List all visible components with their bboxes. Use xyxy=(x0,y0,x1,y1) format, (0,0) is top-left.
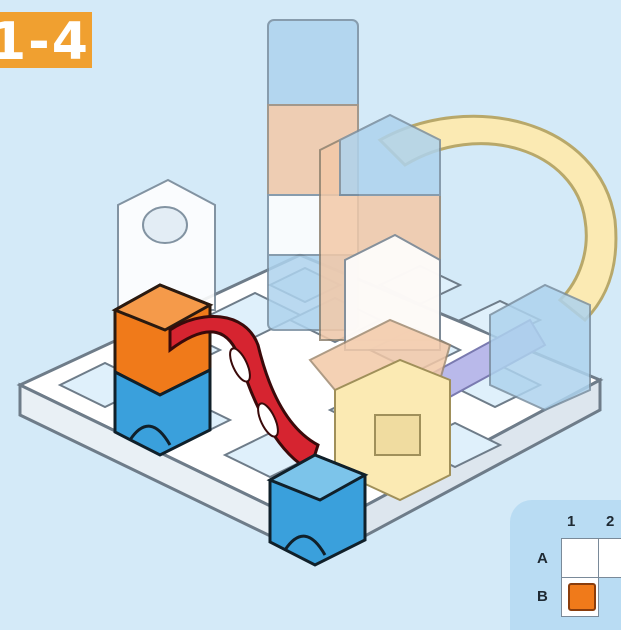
grid-cell-b1-orange-marker xyxy=(568,583,596,611)
column-label-2: 2 xyxy=(606,513,614,530)
grid-cell-a2 xyxy=(598,538,621,578)
column-label-1: 1 xyxy=(567,513,575,530)
row-label-a: A xyxy=(537,550,548,567)
row-label-b: B xyxy=(537,588,548,605)
step-label-box: 1-4 xyxy=(0,12,92,68)
grid-cell-a1 xyxy=(561,538,599,578)
blue-piece-right xyxy=(270,455,365,565)
step-label: 1-4 xyxy=(0,14,90,70)
